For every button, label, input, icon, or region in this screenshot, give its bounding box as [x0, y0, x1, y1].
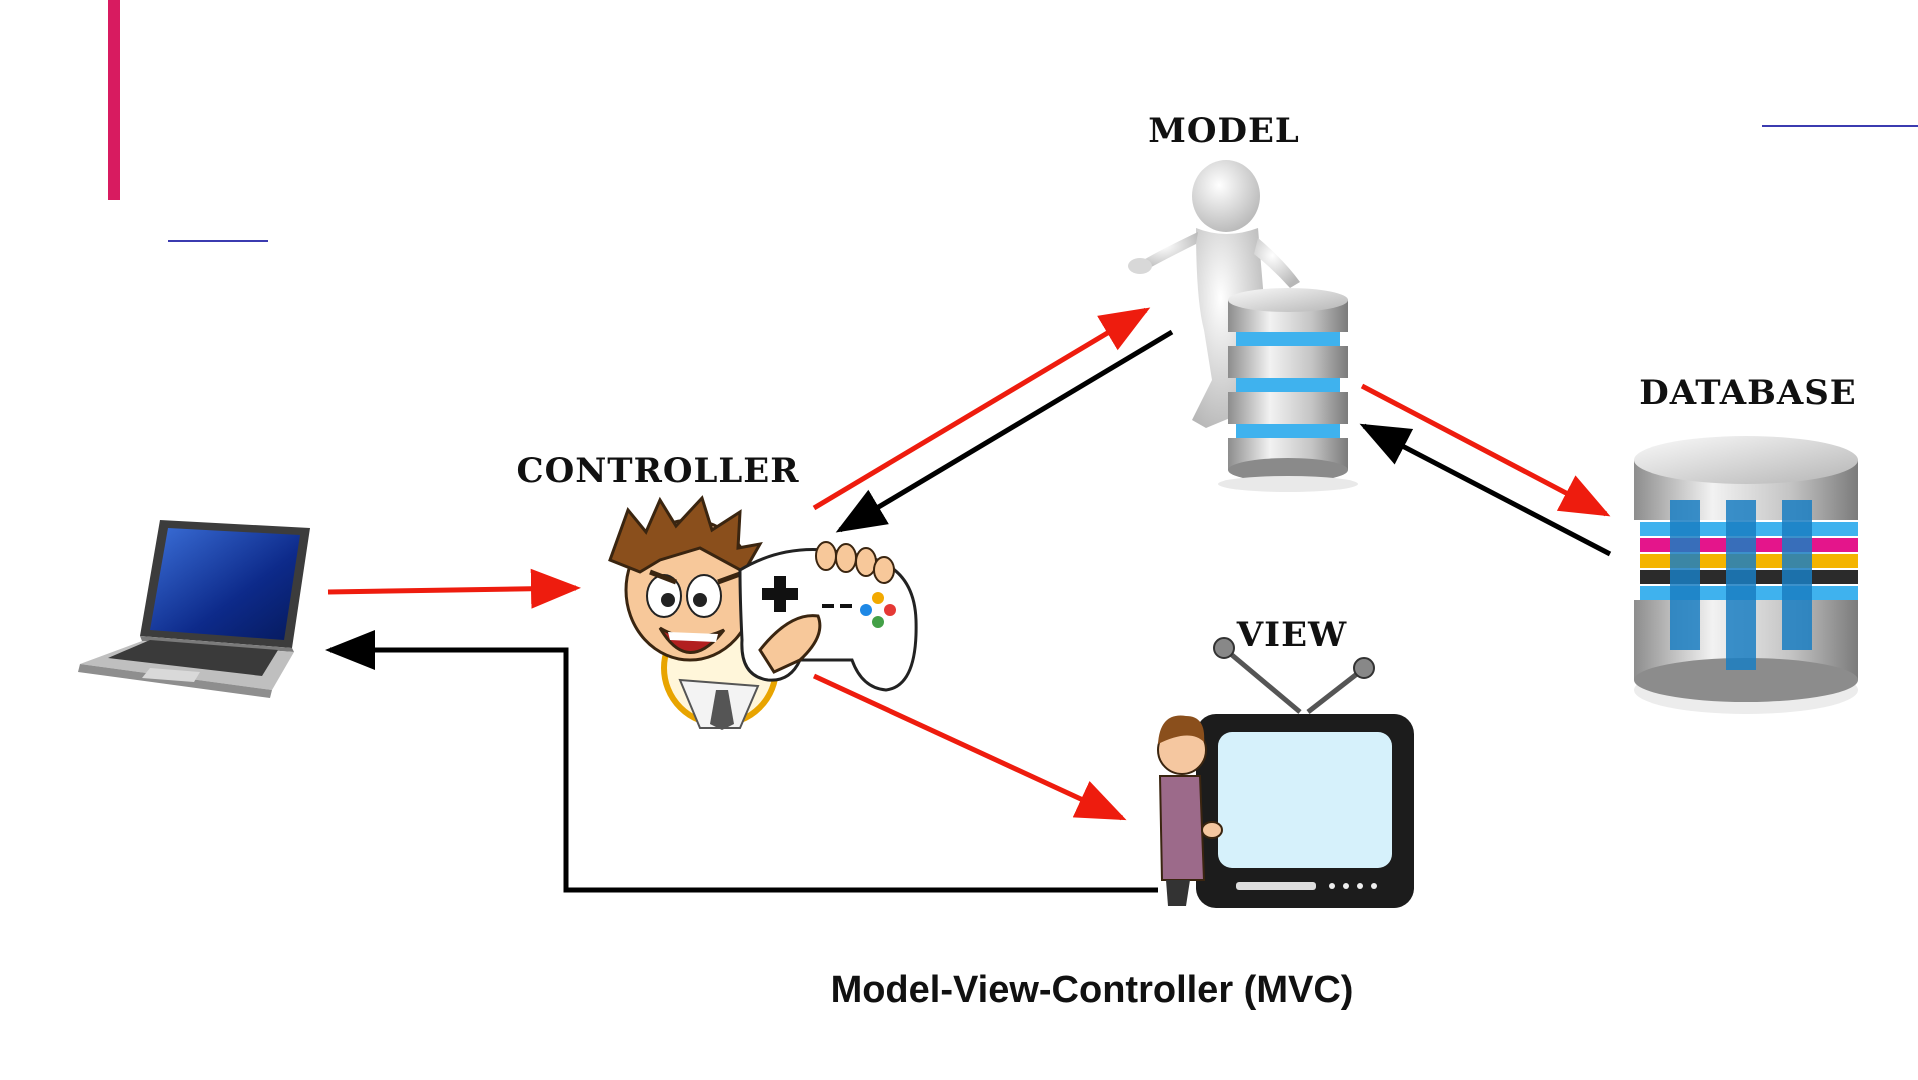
model-label: MODEL: [1148, 111, 1300, 151]
arrows: [325, 307, 1612, 893]
database-cylinder-icon: [1634, 436, 1858, 714]
arrow-controller-to-model: [812, 307, 1151, 511]
arrow-client-to-controller: [327, 568, 581, 609]
accent-line-left: [168, 240, 268, 242]
diagram-caption: Model-View-Controller (MVC): [831, 969, 1354, 1011]
arrow-view-to-client: [325, 630, 1158, 893]
view-label: VIEW: [1236, 615, 1347, 655]
database-label: DATABASE: [1639, 373, 1856, 413]
arrow-model-to-database: [1360, 383, 1611, 517]
arrow-model-to-controller: [835, 329, 1174, 533]
accent-line-right: [1762, 125, 1918, 127]
laptop-icon: [78, 520, 310, 698]
tv-with-person-icon: [1157, 637, 1414, 908]
controller-label: CONTROLLER: [517, 451, 800, 491]
accent-bar: [108, 0, 120, 200]
gamer-controller-icon: [608, 495, 918, 730]
figure-with-database-icon: [1128, 160, 1358, 492]
arrow-database-to-model: [1359, 423, 1612, 557]
arrow-controller-to-view: [812, 673, 1127, 821]
